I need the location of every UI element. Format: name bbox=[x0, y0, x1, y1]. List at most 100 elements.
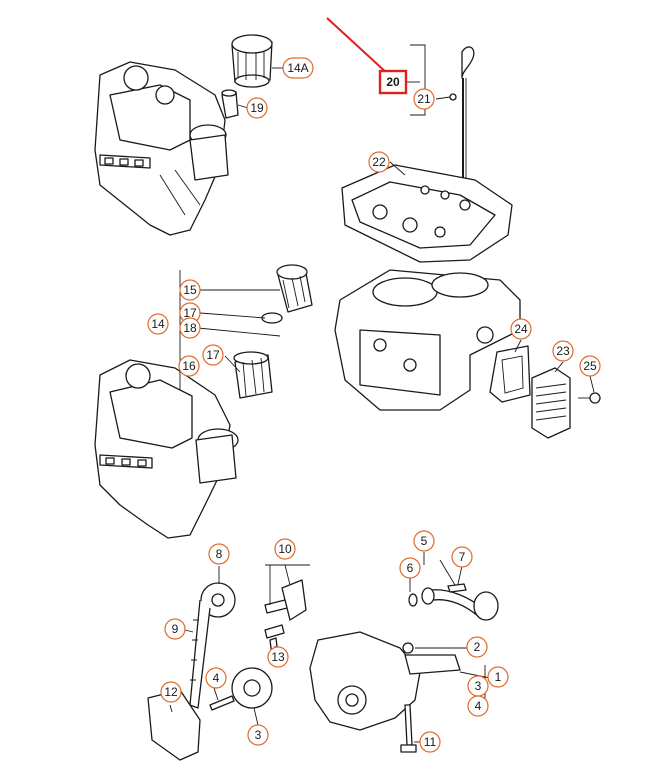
callout-highlight-box bbox=[378, 69, 408, 95]
callout-label: 3 bbox=[475, 679, 482, 693]
callout-label: 9 bbox=[172, 622, 179, 636]
bolt-7 bbox=[447, 583, 467, 593]
callout-label: 2 bbox=[474, 640, 481, 654]
callout-bubble bbox=[147, 313, 169, 335]
callout-bubble bbox=[246, 97, 268, 119]
callout-3: 3 bbox=[247, 724, 269, 746]
callout-bubble bbox=[282, 57, 314, 79]
callout-label: 18 bbox=[183, 321, 197, 335]
callout-bubble bbox=[510, 318, 532, 340]
callout-label: 25 bbox=[583, 359, 597, 373]
callout-17: 17 bbox=[179, 302, 201, 324]
callout-1: 1 bbox=[487, 666, 509, 688]
callout-bubble bbox=[413, 530, 435, 552]
callout-23: 23 bbox=[552, 340, 574, 362]
callout-9: 9 bbox=[164, 618, 186, 640]
callout-8: 8 bbox=[208, 543, 230, 565]
callout-bubble bbox=[419, 731, 441, 753]
callout-16: 16 bbox=[178, 355, 200, 377]
oil-pressure-sensor-19 bbox=[221, 89, 239, 119]
drive-chain-9 bbox=[189, 599, 211, 709]
callout-label: 22 bbox=[372, 155, 386, 169]
callout-label: 14A bbox=[287, 61, 308, 75]
oil-cooler-23 bbox=[531, 367, 571, 439]
callout-label: 7 bbox=[459, 550, 466, 564]
callout-label: 20 bbox=[386, 75, 400, 89]
o-ring-6 bbox=[408, 593, 418, 607]
callout-bubble bbox=[247, 724, 269, 746]
callout-bubble bbox=[205, 667, 227, 689]
callout-4: 4 bbox=[205, 667, 227, 689]
callout-bubble bbox=[399, 557, 421, 579]
callout-label: 19 bbox=[250, 101, 264, 115]
callout-label: 4 bbox=[475, 699, 482, 713]
oil-cooler-gasket-24 bbox=[489, 345, 531, 403]
callout-label: 14 bbox=[151, 317, 165, 331]
callout-bubble bbox=[164, 618, 186, 640]
callout-bubble bbox=[451, 546, 473, 568]
chain-sprocket-lower-3 bbox=[231, 667, 273, 709]
callout-14A: 14A bbox=[282, 57, 314, 79]
callout-label: 15 bbox=[183, 283, 197, 297]
callout-label: 6 bbox=[407, 561, 414, 575]
callout-14: 14 bbox=[147, 313, 169, 335]
callout-4: 4 bbox=[467, 695, 489, 717]
callout-label: 23 bbox=[556, 344, 570, 358]
callout-label: 10 bbox=[278, 542, 292, 556]
callout-7: 7 bbox=[451, 546, 473, 568]
callout-bubble bbox=[179, 317, 201, 339]
callout-10: 10 bbox=[274, 538, 296, 560]
bolt-11 bbox=[400, 704, 417, 753]
callout-22: 22 bbox=[368, 151, 390, 173]
oil-pump-1 bbox=[309, 631, 461, 731]
callout-label: 21 bbox=[417, 92, 431, 106]
callout-bubble bbox=[368, 151, 390, 173]
filter-cap-15 bbox=[276, 264, 313, 313]
oil-pickup-pipe-5 bbox=[421, 587, 499, 621]
callout-label: 17 bbox=[206, 348, 220, 362]
callout-label: 12 bbox=[164, 685, 178, 699]
callout-bubble bbox=[178, 355, 200, 377]
callout-label: 3 bbox=[255, 728, 262, 742]
engine-block-top-left-illustration bbox=[94, 61, 229, 236]
callout-19: 19 bbox=[246, 97, 268, 119]
callout-label: 11 bbox=[424, 735, 437, 749]
callout-bubble bbox=[179, 279, 201, 301]
callout-bubble bbox=[413, 88, 435, 110]
callout-bubble bbox=[466, 636, 488, 658]
callout-24: 24 bbox=[510, 318, 532, 340]
callout-13: 13 bbox=[267, 646, 289, 668]
callout-5: 5 bbox=[413, 530, 435, 552]
callout-bubble bbox=[160, 681, 182, 703]
callout-label: 8 bbox=[216, 547, 223, 561]
callout-20: 20 bbox=[378, 69, 408, 95]
callout-25: 25 bbox=[579, 355, 601, 377]
callout-bubble bbox=[552, 340, 574, 362]
engine-block-right-illustration bbox=[334, 269, 521, 411]
cylinder-head-cover-22 bbox=[341, 164, 513, 263]
callout-bubble bbox=[579, 355, 601, 377]
callout-2: 2 bbox=[466, 636, 488, 658]
bolt-4-left bbox=[209, 695, 235, 711]
callout-label: 5 bbox=[421, 534, 428, 548]
callout-18: 18 bbox=[179, 317, 201, 339]
callout-17: 17 bbox=[202, 344, 224, 366]
bolt-25 bbox=[578, 392, 601, 404]
callout-bubble bbox=[467, 695, 489, 717]
callout-11: 11 bbox=[419, 731, 441, 753]
callout-bubble bbox=[202, 344, 224, 366]
callout-15: 15 bbox=[179, 279, 201, 301]
callout-bubble bbox=[274, 538, 296, 560]
callout-label: 16 bbox=[182, 359, 196, 373]
callout-12: 12 bbox=[160, 681, 182, 703]
oil-filter-cartridge-14A bbox=[231, 34, 273, 88]
callout-label: 1 bbox=[495, 670, 502, 684]
chain-tensioner-10 bbox=[264, 579, 307, 639]
callout-bubble bbox=[267, 646, 289, 668]
callout-label: 24 bbox=[514, 322, 528, 336]
callout-3: 3 bbox=[467, 675, 489, 697]
callout-label: 4 bbox=[213, 671, 220, 685]
callout-6: 6 bbox=[399, 557, 421, 579]
callout-label: 13 bbox=[271, 650, 285, 664]
